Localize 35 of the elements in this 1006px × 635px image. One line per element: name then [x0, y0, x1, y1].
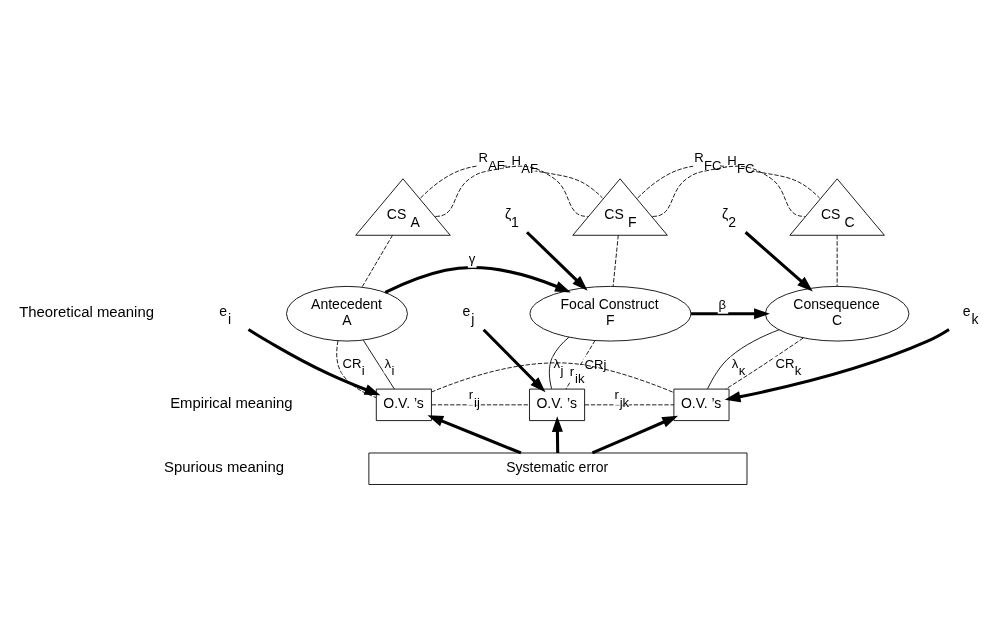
arrow	[525, 230, 588, 291]
arrow	[384, 265, 571, 294]
edge-label: β	[718, 296, 727, 312]
connector	[548, 336, 570, 389]
arrow	[482, 328, 546, 392]
edge-label: γ	[468, 250, 476, 266]
node-ellipse: Antecedent A	[286, 285, 408, 341]
arrow	[724, 327, 950, 402]
connector	[707, 328, 780, 389]
arrow	[551, 415, 563, 453]
node-ellipse: Consequence C	[764, 285, 910, 341]
connector	[612, 234, 619, 287]
connector	[434, 165, 589, 217]
connector	[431, 403, 530, 405]
arrow	[427, 414, 522, 454]
label: Theoretical meaning	[19, 303, 154, 320]
node-box: Systematic error	[368, 452, 748, 485]
connector	[652, 165, 806, 217]
node-ellipse: Focal Construct F	[529, 285, 692, 341]
edge-label: CRj	[584, 356, 607, 372]
node-box: O.V. ’s	[673, 388, 730, 421]
arrow	[691, 307, 770, 319]
connector	[361, 234, 393, 287]
arrow	[247, 327, 381, 395]
arrow	[591, 415, 679, 454]
connector	[584, 403, 675, 405]
label: Empirical meaning	[170, 394, 293, 411]
connector	[336, 339, 377, 398]
connector	[637, 164, 821, 198]
connector	[836, 234, 838, 287]
node-box: O.V. ’s	[375, 388, 432, 421]
connector	[420, 164, 603, 198]
node-box: O.V. ’s	[529, 388, 586, 421]
arrow	[744, 230, 813, 291]
label: Spurious meaning	[164, 458, 284, 475]
